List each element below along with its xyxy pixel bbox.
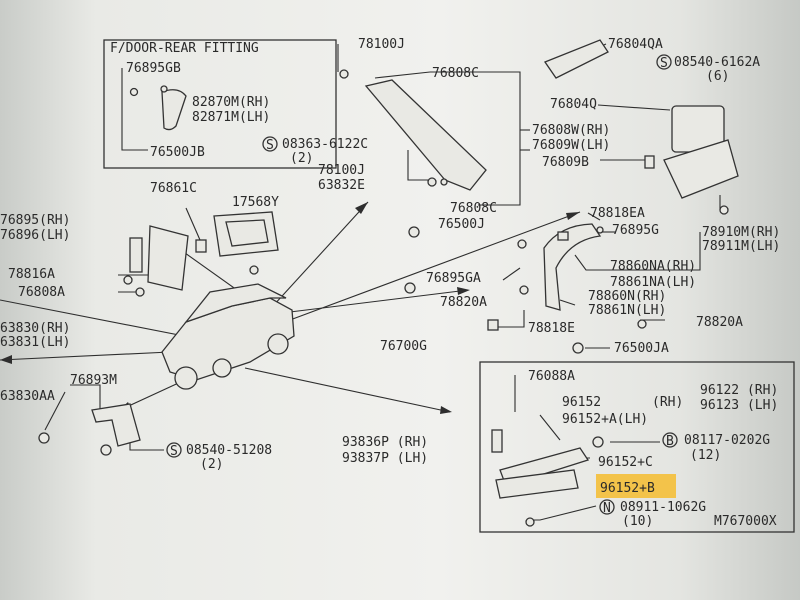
label-76700G: 76700G (380, 339, 427, 354)
label-76500JA: 76500JA (614, 341, 669, 356)
s-symbol-icon (262, 136, 278, 152)
label-78818E: 78818E (528, 321, 575, 336)
part-labels: F/DOOR-REAR FITTING 76895GB 82870M(RH) 8… (0, 37, 780, 529)
parts (38, 39, 739, 527)
circled-symbols: S S S B N (166, 54, 678, 516)
label-63832E: 63832E (318, 178, 365, 193)
label-78818EA: 78818EA (590, 206, 645, 221)
b-symbol: B (666, 434, 674, 449)
b-symbol-icon (662, 432, 678, 448)
step-assembly-frame (479, 361, 795, 533)
s-symbol-2: S (660, 56, 668, 71)
label-08363-6122C: 08363-6122C (282, 137, 368, 152)
label-78861N: 78861N(LH) (588, 303, 666, 318)
label-93837P: 93837P (LH) (342, 451, 428, 466)
label-17568Y: 17568Y (232, 195, 279, 210)
label-76804Q: 76804Q (550, 97, 597, 112)
label-76895RH: 76895(RH) (0, 213, 70, 228)
label-96152B: 96152+B (600, 481, 655, 496)
label-08540-6162A-qty: (6) (706, 69, 729, 84)
label-76088A: 76088A (528, 369, 575, 384)
label-96152A: 96152+A(LH) (562, 412, 648, 427)
label-76808C-top: 76808C (432, 66, 479, 81)
label-08363-qty: (2) (290, 151, 313, 166)
label-76808C-bot: 76808C (450, 201, 497, 216)
s-symbol-1: S (266, 138, 274, 153)
label-76893M: 76893M (70, 373, 117, 388)
label-08540-6162A: 08540-6162A (674, 55, 760, 70)
label-78820A-left: 78820A (440, 295, 487, 310)
label-96152-rh: (RH) (652, 395, 683, 410)
label-96152: 96152 (562, 395, 601, 410)
label-78911M: 78911M(LH) (702, 239, 780, 254)
label-08911-1062G: 08911-1062G (620, 500, 706, 515)
label-76809W: 76809W(LH) (532, 138, 610, 153)
label-76808A: 76808A (18, 285, 65, 300)
label-93836P: 93836P (RH) (342, 435, 428, 450)
label-78820A-right: 78820A (696, 315, 743, 330)
label-76895G: 76895G (612, 223, 659, 238)
label-78816A: 78816A (8, 267, 55, 282)
diagram-id: M767000X (714, 514, 777, 529)
label-78910M: 78910M(RH) (702, 225, 780, 240)
label-08911-qty: (10) (622, 514, 653, 529)
label-76895GA: 76895GA (426, 271, 481, 286)
label-82871M: 82871M(LH) (192, 110, 270, 125)
label-08540-51208: 08540-51208 (186, 443, 272, 458)
label-08117-qty: (12) (690, 448, 721, 463)
inset-frame (103, 39, 337, 169)
label-78100J-mid: 78100J (318, 163, 365, 178)
label-78860NA: 78860NA(RH) (610, 259, 696, 274)
label-63830RH: 63830(RH) (0, 321, 70, 336)
label-78860N: 78860N(RH) (588, 289, 666, 304)
s-symbol-icon (656, 54, 672, 70)
label-78100J-top: 78100J (358, 37, 405, 52)
s-symbol-icon (166, 442, 182, 458)
label-76896LH: 76896(LH) (0, 228, 70, 243)
label-76500JB: 76500JB (150, 145, 205, 160)
n-symbol-icon (599, 499, 615, 515)
label-76861C: 76861C (150, 181, 197, 196)
label-76809B: 76809B (542, 155, 589, 170)
label-08117-0202G: 08117-0202G (684, 433, 770, 448)
label-63830AA: 63830AA (0, 389, 55, 404)
label-76895GB: 76895GB (126, 61, 181, 76)
highlight-marker (596, 474, 676, 498)
s-symbol-3: S (170, 444, 178, 459)
label-63831LH: 63831(LH) (0, 335, 70, 350)
label-78861NA: 78861NA(LH) (610, 275, 696, 290)
label-96152C: 96152+C (598, 455, 653, 470)
n-symbol: N (603, 501, 611, 516)
leader-lines (44, 43, 721, 521)
label-82870M: 82870M(RH) (192, 95, 270, 110)
label-76804QA: 76804QA (608, 37, 663, 52)
inset-title: F/DOOR-REAR FITTING (110, 41, 259, 56)
label-96123: 96123 (LH) (700, 398, 778, 413)
label-96122: 96122 (RH) (700, 383, 778, 398)
label-08540-51208-qty: (2) (200, 457, 223, 472)
label-76808W: 76808W(RH) (532, 123, 610, 138)
label-76500J: 76500J (438, 217, 485, 232)
